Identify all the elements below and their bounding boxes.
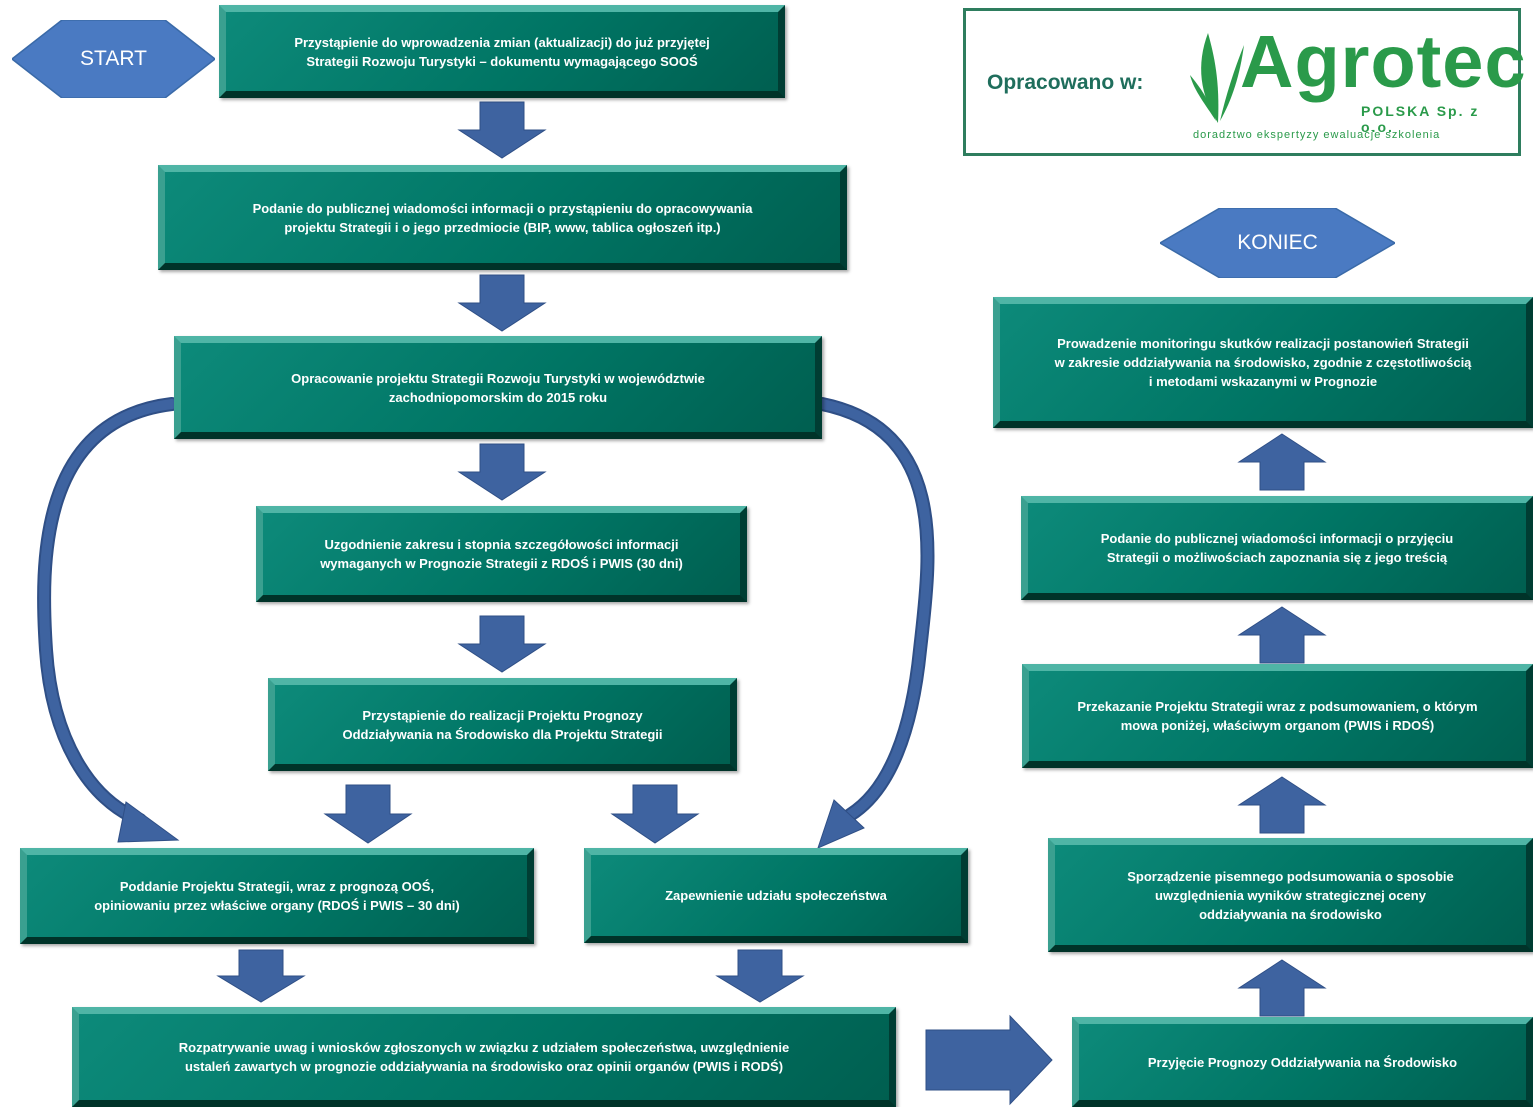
step-adopt-forecast: Przyjęcie Prognozy Oddziaływania na Środ…: [1072, 1017, 1533, 1107]
logo-subtitle: POLSKA Sp. z o.o.: [1361, 103, 1480, 135]
arrow-down-4: [457, 615, 547, 673]
arrow-up-3: [1237, 606, 1327, 664]
arrow-down-3: [457, 443, 547, 501]
arrow-down-1: [457, 101, 547, 159]
arrow-down-5a: [323, 784, 413, 844]
arrow-down-6b: [715, 949, 805, 1003]
curved-arrow-left: [37, 397, 179, 827]
end-label: KONIEC: [1237, 231, 1318, 254]
step-public-announcement: Podanie do publicznej wiadomości informa…: [158, 165, 847, 270]
curved-arrow-right-inner: [817, 399, 933, 820]
step-written-summary: Sporządzenie pisemnego podsumowania o sp…: [1048, 838, 1533, 952]
step-forecast-preparation: Przystąpienie do realizacji Projektu Pro…: [268, 678, 737, 771]
logo-label: Opracowano w:: [987, 71, 1144, 94]
curved-arrow-left-head: [117, 801, 180, 843]
step-scope-agreement: Uzgodnienie zakresu i stopnia szczegółow…: [256, 506, 747, 602]
step-announce-adoption: Podanie do publicznej wiadomości informa…: [1021, 496, 1533, 600]
logo-tagline: doradztwo ekspertyzy ewaluacje szkolenia: [1193, 129, 1441, 141]
step-opinion-by-authorities: Poddanie Projektu Strategii, wraz z prog…: [20, 848, 534, 944]
arrow-up-4: [1237, 433, 1327, 491]
arrow-down-6a: [216, 949, 306, 1003]
arrow-right: [925, 1014, 1053, 1106]
agrotec-logo: Opracowano w: Agrotec POLSKA Sp. z o.o. …: [963, 8, 1526, 156]
leaf-icon: [1190, 33, 1244, 123]
logo-name: Agrotec: [1240, 20, 1527, 103]
step-initiate-update: Przystąpienie do wprowadzenia zmian (akt…: [219, 5, 785, 98]
arrow-down-5b: [610, 784, 700, 844]
curved-arrow-right-head: [817, 799, 865, 849]
step-submit-to-authorities: Przekazanie Projektu Strategii wraz z po…: [1022, 664, 1533, 768]
curved-arrow-left-inner: [39, 399, 177, 825]
step-public-participation: Zapewnienie udziału społeczeństwa: [584, 848, 968, 943]
end-node: KONIEC: [1160, 208, 1395, 278]
arrow-up-2: [1237, 776, 1327, 834]
step-review-comments: Rozpatrywanie uwag i wniosków zgłoszonyc…: [72, 1007, 896, 1107]
start-label: START: [80, 47, 147, 70]
step-monitoring: Prowadzenie monitoringu skutków realizac…: [993, 297, 1533, 428]
arrow-down-2: [457, 274, 547, 332]
arrow-up-1: [1237, 959, 1327, 1017]
step-draft-strategy: Opracowanie projektu Strategii Rozwoju T…: [174, 336, 822, 439]
start-node: START: [12, 20, 215, 98]
